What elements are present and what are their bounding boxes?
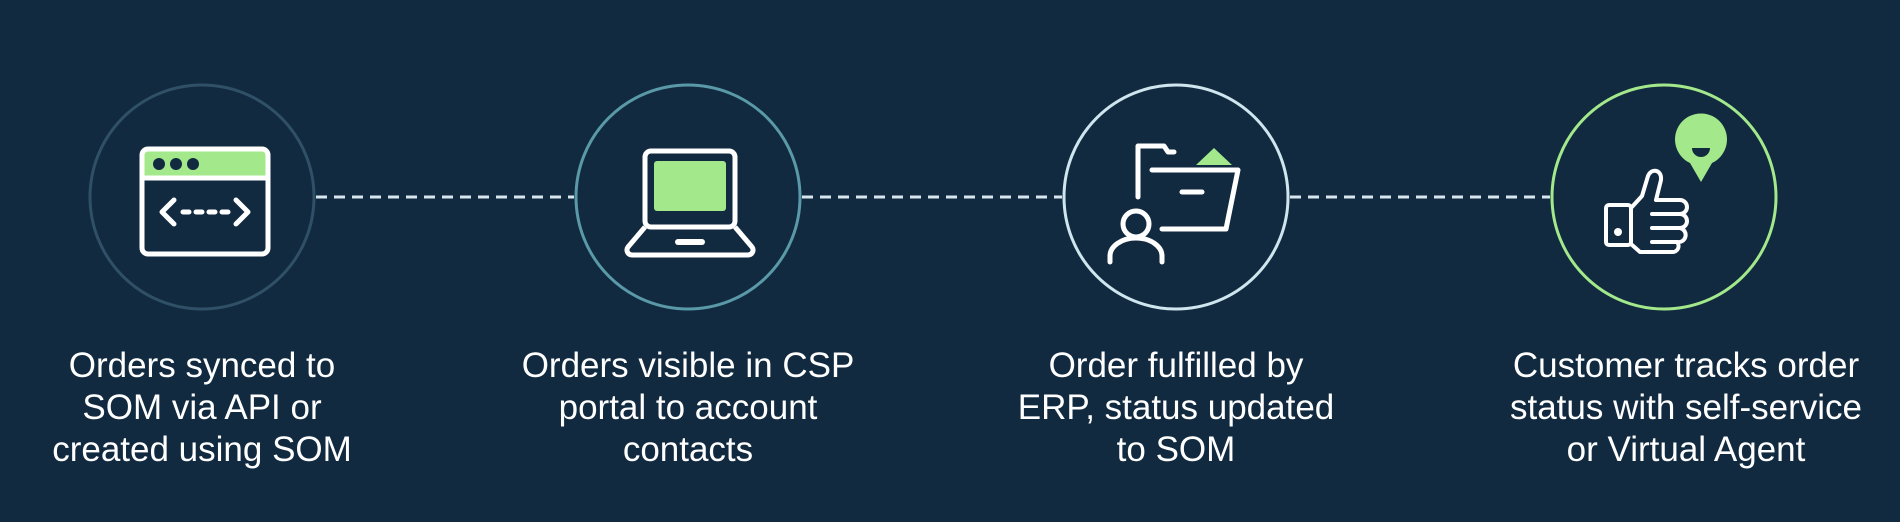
step-4-caption-line-2: status with self-service	[1509, 388, 1863, 427]
step-1-ring	[88, 83, 316, 311]
step-1-caption: Orders synced to SOM via API or created …	[22, 345, 382, 471]
step-4-caption-line-1: Customer tracks order	[1512, 346, 1860, 385]
thumbs-up-chat-icon	[1604, 113, 1728, 254]
step-3-caption-line-1: Order fulfilled by	[1048, 346, 1304, 385]
step-2-ring	[574, 83, 802, 311]
step-1-caption-line-2: SOM via API or	[82, 388, 322, 427]
step-2-caption-line-2: portal to account	[558, 388, 818, 427]
step-2-caption: Orders visible in CSP portal to account …	[508, 345, 868, 471]
step-4-caption-line-3: or Virtual Agent	[1566, 430, 1806, 469]
step-3-caption-line-3: to SOM	[1116, 430, 1236, 469]
step-2-caption-line-1: Orders visible in CSP	[521, 346, 855, 385]
step-3-caption: Order fulfilled by ERP, status updated t…	[996, 345, 1356, 471]
step-1-caption-line-3: created using SOM	[52, 430, 352, 469]
step-3-ring	[1062, 83, 1290, 311]
step-1-caption-line-1: Orders synced to	[68, 346, 336, 385]
step-2-caption-line-3: contacts	[622, 430, 754, 469]
step-4-caption: Customer tracks order status with self-s…	[1506, 345, 1866, 471]
browser-code-icon	[139, 146, 271, 257]
step-3-caption-line-2: ERP, status updated	[1017, 388, 1335, 427]
step-4-ring	[1550, 83, 1778, 311]
laptop-icon	[624, 148, 756, 258]
user-folder-icon	[1107, 143, 1241, 265]
